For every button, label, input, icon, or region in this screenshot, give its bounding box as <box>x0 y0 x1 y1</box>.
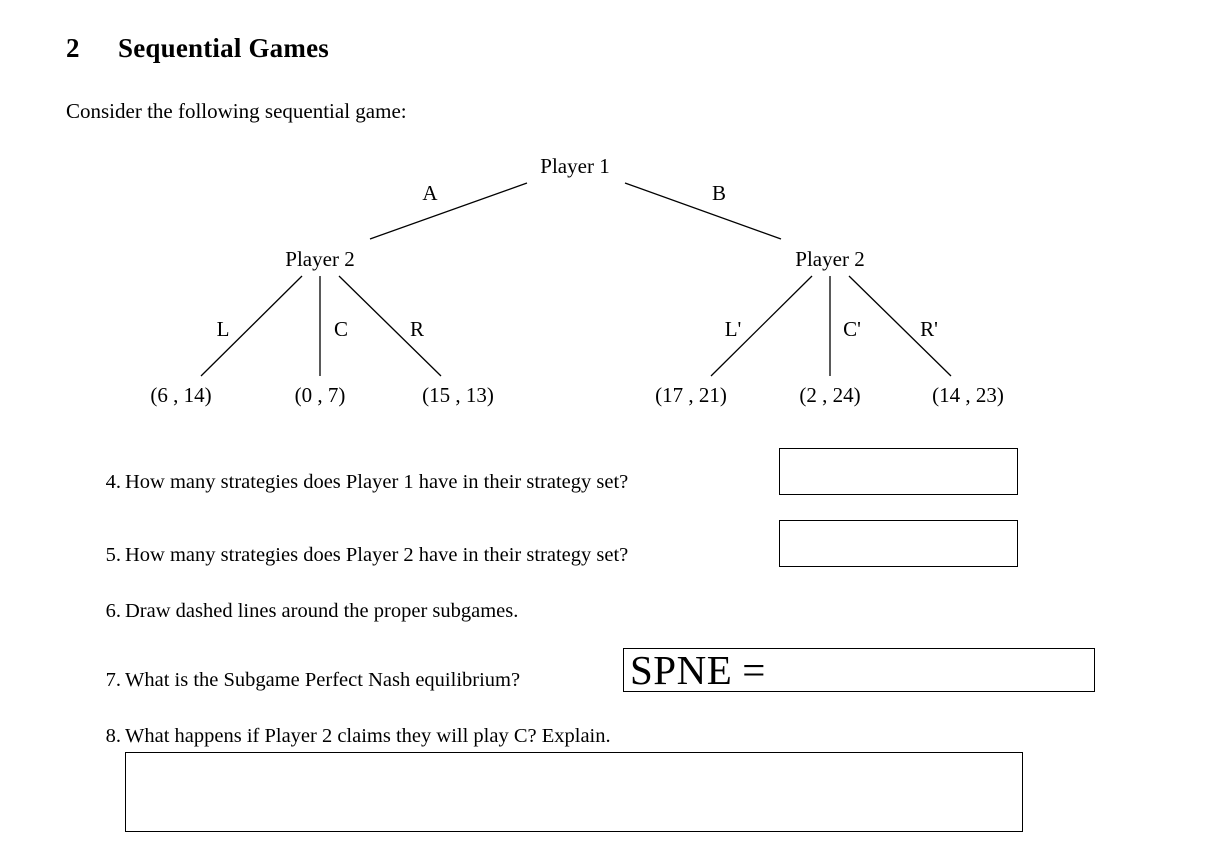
question-text-4: How many strategies does Player 1 have i… <box>125 471 629 493</box>
tree-edge-label-L-prime: L' <box>725 317 742 341</box>
tree-edge-B <box>624 182 782 240</box>
answer-box-q4[interactable] <box>779 448 1018 495</box>
question-number-5: 5. <box>105 544 121 566</box>
question-number-8: 8. <box>105 725 121 747</box>
tree-edge-label-R-prime: R' <box>920 317 938 341</box>
tree-payoff-C-prime: (2 , 24) <box>799 383 860 407</box>
tree-edge-L <box>200 275 303 377</box>
intro-text: Consider the following sequential game: <box>66 99 407 123</box>
question-text-5: How many strategies does Player 2 have i… <box>125 544 629 566</box>
answer-box-q7-spne[interactable]: SPNE = <box>623 648 1095 692</box>
question-number-7: 7. <box>105 669 121 691</box>
section-title: Sequential Games <box>118 33 329 63</box>
section-number: 2 <box>66 33 80 63</box>
spne-equals-sign: = <box>742 646 766 693</box>
tree-edge-label-C: C <box>334 317 348 341</box>
answer-box-q8[interactable] <box>125 752 1023 832</box>
tree-payoff-C: (0 , 7) <box>295 383 346 407</box>
game-tree-figure: Player 1 A B Player 2 L C R (6 , 14) (0 … <box>0 140 1210 425</box>
question-text-8: What happens if Player 2 claims they wil… <box>125 725 611 747</box>
tree-edge-R-prime <box>848 275 952 377</box>
tree-edge-label-A: A <box>422 181 438 205</box>
tree-node-right-player2-label: Player 2 <box>795 247 864 271</box>
tree-node-root-label: Player 1 <box>540 154 609 178</box>
tree-payoff-L: (6 , 14) <box>150 383 211 407</box>
tree-edge-label-C-prime: C' <box>843 317 861 341</box>
tree-edge-R <box>338 275 442 377</box>
tree-edge-L-prime <box>710 275 813 377</box>
tree-edge-label-R: R <box>410 317 424 341</box>
question-text-7: What is the Subgame Perfect Nash equilib… <box>125 669 521 691</box>
tree-node-left-player2-label: Player 2 <box>285 247 354 271</box>
tree-payoff-L-prime: (17 , 21) <box>655 383 727 407</box>
tree-edge-label-L: L <box>217 317 230 341</box>
tree-payoff-R-prime: (14 , 23) <box>932 383 1004 407</box>
question-text-6: Draw dashed lines around the proper subg… <box>125 600 519 622</box>
spne-label: SPNE <box>630 646 733 693</box>
page-title: 2 Sequential Games <box>66 33 329 64</box>
question-number-6: 6. <box>105 600 121 622</box>
tree-edge-A <box>369 182 528 240</box>
tree-edge-label-B: B <box>712 181 726 205</box>
answer-box-q5[interactable] <box>779 520 1018 567</box>
tree-payoff-R: (15 , 13) <box>422 383 494 407</box>
question-number-4: 4. <box>105 471 121 493</box>
